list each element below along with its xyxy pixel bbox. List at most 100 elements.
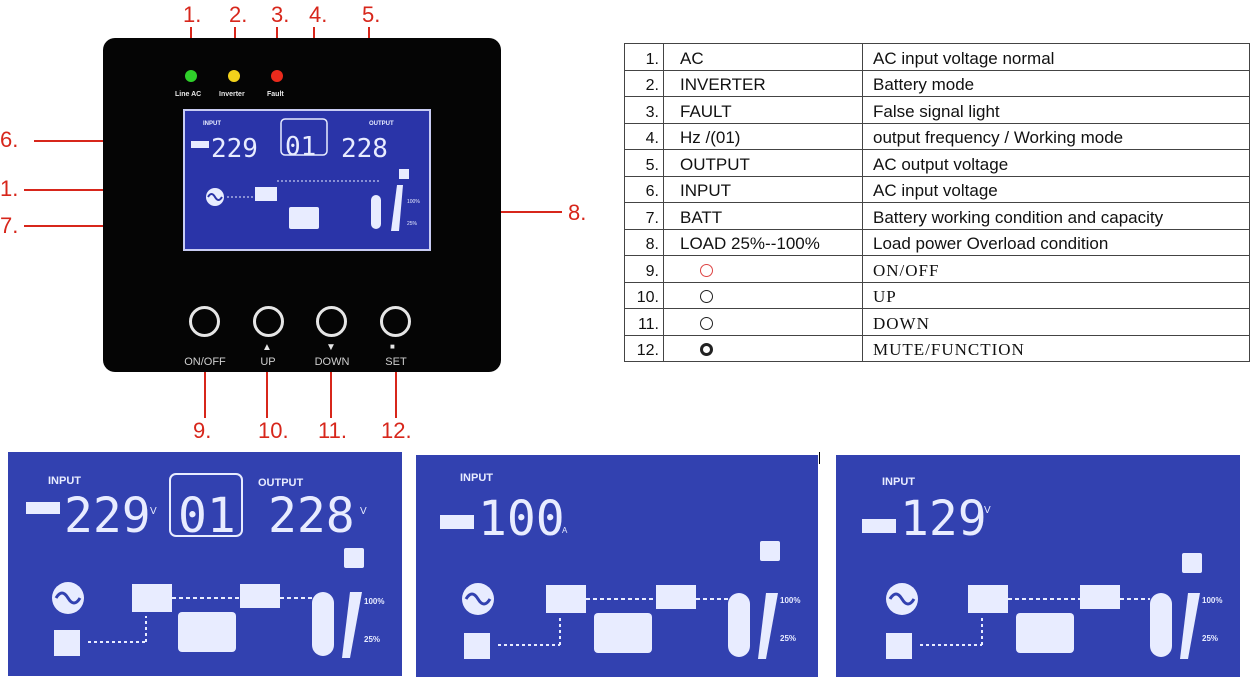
- lcd-pv1-unit: A: [562, 526, 568, 535]
- legend-num: 8.: [624, 228, 664, 256]
- lcd-pv1-load-low: 25%: [780, 634, 796, 643]
- legend-num: 2.: [624, 69, 664, 97]
- up-button[interactable]: [253, 306, 284, 337]
- lcd-pv2-value: 129: [900, 491, 987, 547]
- up-label: UP: [260, 356, 276, 368]
- fault-led-label: Fault: [267, 91, 284, 98]
- lcd-ac-input-label: INPUT: [48, 475, 81, 487]
- legend-desc: AC input voltage normal: [862, 43, 1250, 71]
- lcd-pv1-battery-icon: [594, 613, 652, 653]
- callout-line-10: [266, 372, 268, 418]
- legend-label: AC: [663, 43, 863, 71]
- legend-num: 9.: [624, 255, 664, 283]
- legend-num: 11.: [624, 308, 664, 336]
- set-square-icon: ■: [390, 342, 395, 351]
- lcd-ac-output-value: 228: [268, 488, 355, 544]
- lcd-pv1-solar-icon: [464, 633, 490, 659]
- speaker-icon: [399, 169, 409, 179]
- lcd-pv2-speaker-icon: [1182, 553, 1202, 573]
- legend-row: 11.DOWN: [624, 308, 1250, 336]
- panel-lcd-input-label: INPUT: [203, 121, 221, 127]
- down-button[interactable]: [316, 306, 347, 337]
- legend-desc: Load power Overload condition: [862, 228, 1250, 256]
- callout-line-9: [204, 372, 206, 418]
- legend-num: 10.: [624, 281, 664, 309]
- lcd-ac-output-unit: V: [360, 506, 367, 517]
- legend-row: 9. ON/OFF: [624, 255, 1250, 283]
- lcd-ac-source-tag: [26, 502, 60, 514]
- lcd-pv2-battery-icon: [1016, 613, 1074, 653]
- legend-label: [663, 308, 863, 336]
- legend-desc: AC input voltage: [862, 175, 1250, 203]
- down-arrow-icon: ▼: [326, 342, 336, 353]
- panel-lcd-load-low: 25%: [407, 221, 418, 227]
- divider: [819, 452, 820, 464]
- legend-desc: ON/OFF: [862, 255, 1250, 283]
- lcd-pv1-bulb-icon: [728, 593, 750, 657]
- legend-num: 3.: [624, 96, 664, 124]
- lcd-ac-output-label: OUTPUT: [258, 477, 304, 489]
- callout-9: 9.: [193, 418, 212, 443]
- on-off-button[interactable]: [189, 306, 220, 337]
- panel-lcd-mode-frame: [280, 118, 328, 156]
- mute-function-symbol-icon: [700, 343, 713, 356]
- lcd-ac-speaker-icon: [344, 548, 364, 568]
- legend-label: Hz /(01): [663, 122, 863, 150]
- lcd-pv2-tag-text: PV: [870, 522, 882, 532]
- line-ac-led-label: Line AC: [175, 91, 202, 98]
- callout-7: 7.: [0, 213, 19, 238]
- legend-desc: output frequency / Working mode: [862, 122, 1250, 150]
- legend-num: 4.: [624, 122, 664, 150]
- lcd-pv2-inverter-icon: [1080, 585, 1120, 609]
- legend-num: 5.: [624, 149, 664, 177]
- legend-label: [663, 281, 863, 309]
- legend-desc: Battery working condition and capacity: [862, 202, 1250, 230]
- lcd-screen-ac: INPUT OUTPUT AC 229 V 01 228 V 100% 25%: [8, 452, 402, 676]
- legend-desc: UP: [862, 281, 1250, 309]
- legend-desc: False signal light: [862, 96, 1250, 124]
- legend-desc: AC output voltage: [862, 149, 1250, 177]
- lcd-screen-pv-voltage-graphic: INPUT PV 129 V 100% 25%: [862, 476, 1222, 659]
- legend-num: 6.: [624, 175, 664, 203]
- lcd-pv1-charger-icon: [546, 585, 586, 613]
- lcd-ac-tag-text: AC: [30, 504, 43, 514]
- legend-num: 1.: [624, 43, 664, 71]
- lcd-screen-ac-graphic: INPUT OUTPUT AC 229 V 01 228 V 100% 25%: [26, 473, 384, 658]
- battery-icon: [289, 207, 319, 229]
- legend-desc: MUTE/FUNCTION: [862, 334, 1250, 362]
- up-arrow-icon: ▲: [262, 342, 272, 353]
- lcd-pv1-inverter-icon: [656, 585, 696, 609]
- callout-1: 1.: [183, 2, 202, 27]
- lcd-pv1-source-tag: [440, 515, 474, 529]
- charger-icon: [255, 187, 277, 201]
- callout-6: 6.: [0, 127, 19, 152]
- lcd-pv2-bulb-icon: [1150, 593, 1172, 657]
- callout-11: 11.: [318, 418, 347, 443]
- lcd-ac-bulb-icon: [312, 592, 334, 656]
- lcd-pv2-load-bar-icon: [1180, 593, 1200, 659]
- legend-row: 8.LOAD 25%--100%Load power Overload cond…: [624, 228, 1250, 256]
- bulb-icon: [371, 195, 381, 229]
- lcd-ac-mode-value: 01: [178, 488, 236, 544]
- set-button[interactable]: [380, 306, 411, 337]
- load-bar-icon: [391, 185, 403, 231]
- lcd-pv1-load-bar-icon: [758, 593, 778, 659]
- callout-1-left: 1.: [0, 176, 19, 201]
- legend-label: LOAD 25%--100%: [663, 228, 863, 256]
- legend-row: 10. UP: [624, 281, 1250, 309]
- lcd-ac-input-value: 229: [64, 488, 151, 544]
- lcd-pv2-input-label: INPUT: [882, 476, 915, 488]
- legend-label: INVERTER: [663, 69, 863, 97]
- callout-12: 12.: [381, 418, 412, 443]
- panel-lcd-load-high: 100%: [407, 199, 420, 205]
- lcd-screen-pv-current-graphic: INPUT PV 100 A 100% 25%: [440, 472, 800, 659]
- lcd-pv1-tag-text: PV: [448, 518, 460, 528]
- panel-lcd-graphic: INPUT OUTPUT 229 01 228 100% 25%: [191, 118, 420, 231]
- lcd-ac-charger-icon: [132, 584, 172, 612]
- lcd-ac-mode-frame: [169, 473, 243, 537]
